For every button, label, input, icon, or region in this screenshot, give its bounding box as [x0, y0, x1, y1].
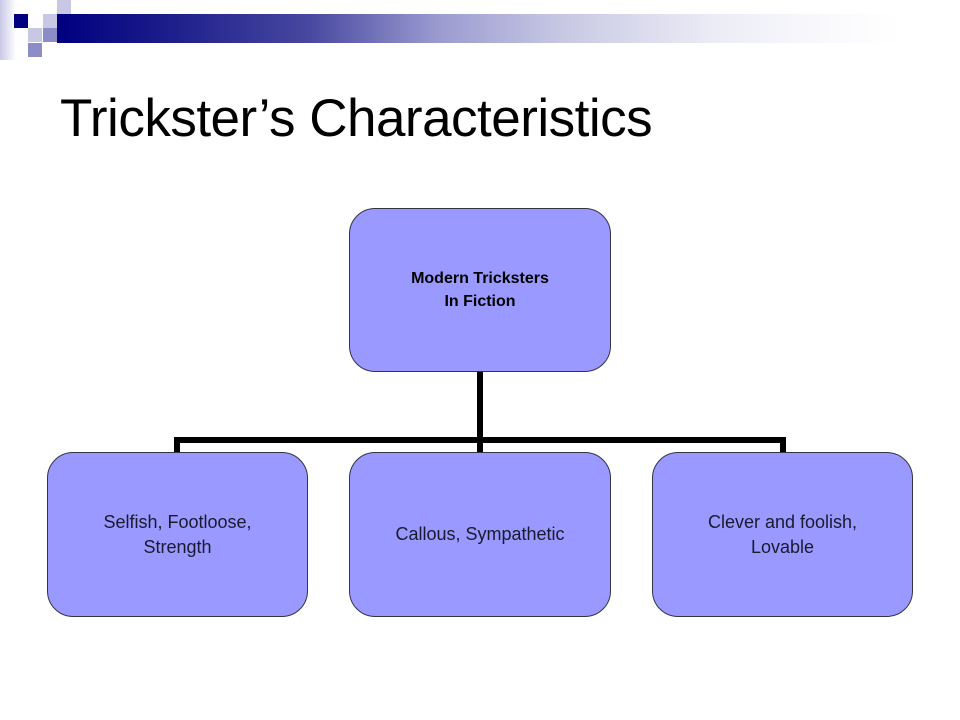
- header-square-decoration: [57, 0, 71, 14]
- org-node-label: Selfish, Footloose, Strength: [103, 511, 252, 557]
- connector-child-left: [174, 437, 180, 452]
- org-node-root[interactable]: Modern Tricksters In Fiction: [349, 208, 611, 372]
- connector-root-vertical: [477, 371, 483, 452]
- org-node-label: Callous, Sympathetic: [395, 524, 565, 544]
- header-gradient-bar: [57, 14, 900, 43]
- header-square-decoration: [14, 14, 28, 28]
- connector-child-right: [780, 437, 786, 452]
- header-edge-fade: [0, 0, 16, 60]
- connector-horizontal: [174, 437, 786, 443]
- org-node-child-clever[interactable]: Clever and foolish, Lovable: [652, 452, 913, 617]
- org-node-label: Modern Tricksters In Fiction: [411, 270, 549, 310]
- header-square-decoration: [43, 14, 57, 28]
- header-square-decoration: [28, 28, 42, 42]
- org-node-label: Clever and foolish, Lovable: [707, 511, 858, 557]
- slide-title: Trickster’s Characteristics: [60, 89, 653, 148]
- org-node-child-selfish[interactable]: Selfish, Footloose, Strength: [47, 452, 308, 617]
- header-square-decoration: [28, 43, 42, 57]
- header-square-decoration: [43, 28, 57, 42]
- org-node-child-callous[interactable]: Callous, Sympathetic: [349, 452, 611, 617]
